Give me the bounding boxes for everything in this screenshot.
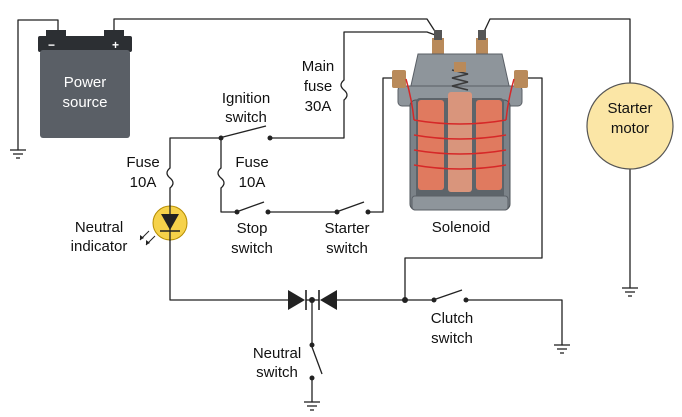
solenoid-plunger (448, 92, 472, 192)
battery-icon: − + Power source (38, 30, 132, 138)
ground-battery-icon (10, 149, 26, 159)
battery-lid (38, 36, 132, 52)
battery-negative-post (46, 30, 66, 40)
main-fuse-label-2: fuse (304, 78, 332, 95)
main-fuse-wire-lower (269, 99, 345, 139)
neutral-indicator-icon (139, 205, 188, 246)
solenoid-terminal-left (432, 38, 444, 54)
junction-dot (402, 297, 408, 303)
battery-minus-sign: − (48, 38, 55, 52)
solenoid-winding (405, 78, 515, 170)
fuse-right-label-1: Fuse (235, 154, 268, 171)
solenoid-small-terminal-right (514, 70, 528, 88)
neutral-switch-label-1: Neutral (253, 345, 301, 362)
ignition-switch-icon (218, 125, 273, 141)
starter-motor-icon (586, 82, 674, 170)
starter-to-solenoid-wire (367, 77, 401, 213)
starter-motor-label-2: motor (611, 120, 649, 137)
diode-left-icon (288, 290, 305, 310)
indicator-return-wire (169, 239, 289, 301)
clutch-switch-label-1: Clutch (431, 310, 474, 327)
solenoid-label: Solenoid (432, 219, 490, 236)
neutral-indicator-label-1: Neutral (75, 219, 123, 236)
starter-motor-label-1: Starter (607, 100, 652, 117)
starter-switch-icon (334, 201, 371, 215)
ignition-branch-wire (169, 137, 222, 169)
solenoid-coil-left (418, 100, 444, 190)
main-fuse-wire (343, 31, 439, 81)
battery-positive-wire (113, 18, 439, 37)
solenoid-icon (392, 30, 528, 211)
fuse-right-icon (217, 167, 225, 189)
neutral-indicator-label-2: indicator (71, 238, 128, 255)
solenoid-coil-right (476, 100, 502, 190)
neutral-switch-label-2: switch (256, 364, 298, 381)
diode-right-icon (320, 290, 337, 310)
neutral-switch-icon (309, 342, 323, 381)
fuse-right-label-2: 10A (239, 174, 266, 191)
battery-ground-wire (17, 19, 59, 151)
wiring (17, 18, 631, 403)
stop-switch-label-1: Stop (237, 220, 268, 237)
ground-clutch-icon (554, 344, 570, 354)
clutch-switch-icon (431, 289, 469, 303)
starter-switch-label-2: switch (326, 240, 368, 257)
ignition-switch-label-2: switch (225, 109, 267, 126)
solenoid-small-terminal-left (392, 70, 406, 88)
main-fuse-label-3: 30A (305, 98, 332, 115)
battery-positive-post (104, 30, 124, 40)
battery-plus-sign: + (112, 38, 119, 52)
fuse-left-icon (166, 167, 174, 189)
solenoid-to-clutch-wire (404, 77, 543, 301)
stop-switch-label-2: switch (231, 240, 273, 257)
ground-neutral-icon (304, 401, 320, 411)
power-source-label-1: Power (64, 74, 107, 91)
solenoid-to-motor-wire (481, 18, 631, 85)
ignition-switch-label-1: Ignition (222, 90, 270, 107)
main-fuse-label-1: Main (302, 58, 335, 75)
ground-motor-icon (622, 287, 638, 297)
starter-switch-label-1: Starter (324, 220, 369, 237)
diode-pair-icon (288, 290, 337, 310)
fuse-left-label-2: 10A (130, 174, 157, 191)
fuse-left-label-1: Fuse (126, 154, 159, 171)
main-fuse-icon (340, 79, 348, 101)
solenoid-spring (451, 69, 469, 91)
battery-body (40, 50, 130, 138)
clutch-switch-label-2: switch (431, 330, 473, 347)
stop-switch-icon (234, 201, 271, 215)
right-fuse-lower-wire (220, 187, 238, 213)
clutch-ground-wire (465, 299, 563, 346)
power-source-label-2: source (62, 94, 107, 111)
solenoid-terminal-right (476, 38, 488, 54)
